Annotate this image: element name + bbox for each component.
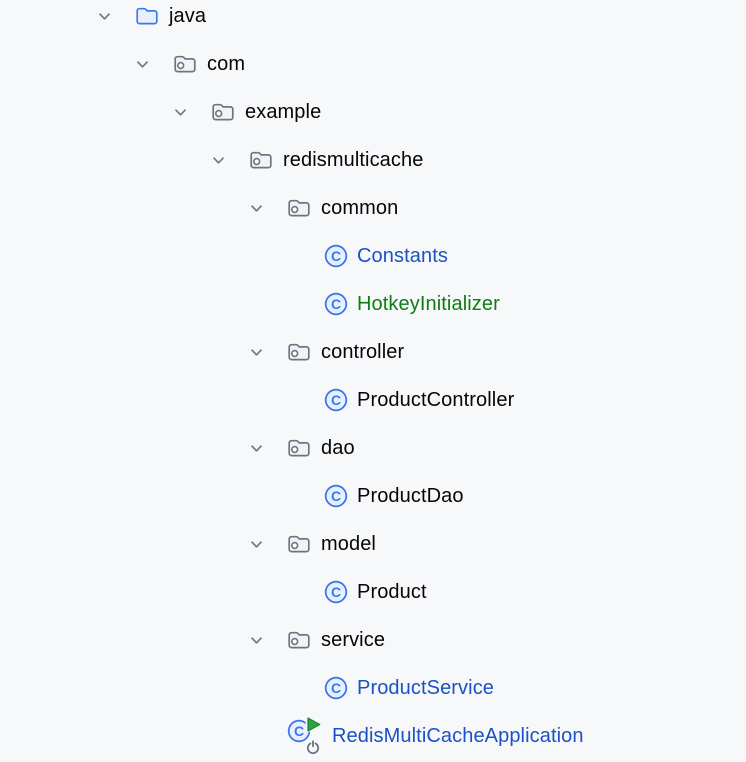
class-icon: C	[324, 388, 348, 412]
tree-item-label: ProductController	[357, 388, 515, 411]
tree-item-redismulticacheapplication[interactable]: C C RedisMultiCacheApplication	[0, 712, 746, 754]
tree-item-service[interactable]: C C service	[0, 616, 746, 664]
indent-spacer	[96, 400, 286, 401]
tree-item-productdao[interactable]: C C ProductDao	[0, 472, 746, 520]
tree-item-label: common	[321, 196, 399, 219]
tree-item-label: ProductService	[357, 676, 495, 699]
svg-text:C: C	[294, 723, 304, 739]
chevron-down-icon[interactable]	[210, 152, 248, 169]
svg-text:C: C	[331, 488, 341, 504]
tree-item-example[interactable]: C C example	[0, 88, 746, 136]
indent-spacer	[96, 352, 248, 353]
tree-item-label: redismulticache	[283, 148, 424, 171]
tree-item-label: HotkeyInitializer	[357, 292, 500, 315]
class-icon: C	[324, 292, 348, 316]
package-icon	[286, 436, 312, 460]
indent-spacer	[96, 736, 248, 737]
tree-item-label: Constants	[357, 244, 448, 267]
tree-item-com[interactable]: C C com	[0, 40, 746, 88]
tree-item-label: com	[207, 52, 246, 75]
class-icon: C	[324, 484, 348, 508]
package-icon	[286, 532, 312, 556]
tree-item-productcontroller[interactable]: C C ProductController	[0, 376, 746, 424]
chevron-down-icon[interactable]	[248, 200, 286, 217]
chevron-down-icon[interactable]	[248, 632, 286, 649]
tree-item-label: RedisMultiCacheApplication	[332, 724, 584, 747]
chevron-down-icon[interactable]	[172, 104, 210, 121]
tree-item-label: service	[321, 628, 386, 651]
source-folder-icon	[134, 4, 160, 28]
tree-item-model[interactable]: C C model	[0, 520, 746, 568]
tree-item-label: model	[321, 532, 376, 555]
svg-text:C: C	[331, 584, 341, 600]
indent-spacer	[96, 592, 286, 593]
indent-spacer	[96, 304, 286, 305]
runnable-class-icon: C	[286, 715, 323, 754]
indent-spacer	[96, 208, 248, 209]
indent-spacer	[96, 640, 248, 641]
package-icon	[210, 100, 236, 124]
package-icon	[286, 628, 312, 652]
tree-item-product[interactable]: C C Product	[0, 568, 746, 616]
class-icon: C	[324, 580, 348, 604]
tree-item-controller[interactable]: C C controller	[0, 328, 746, 376]
package-icon	[248, 148, 274, 172]
chevron-down-icon[interactable]	[96, 8, 134, 25]
svg-text:C: C	[331, 392, 341, 408]
tree-item-productservice[interactable]: C C ProductService	[0, 664, 746, 712]
chevron-down-icon[interactable]	[134, 56, 172, 73]
indent-spacer	[96, 544, 248, 545]
tree-item-label: dao	[321, 436, 355, 459]
class-icon: C	[324, 244, 348, 268]
tree-item-redismulticache[interactable]: C C redismulticache	[0, 136, 746, 184]
package-icon	[286, 196, 312, 220]
chevron-down-icon[interactable]	[248, 536, 286, 553]
svg-text:C: C	[331, 248, 341, 264]
indent-spacer	[96, 256, 286, 257]
tree-item-label: Product	[357, 580, 427, 603]
tree-item-common[interactable]: C C common	[0, 184, 746, 232]
package-icon	[172, 52, 198, 76]
tree-item-label: ProductDao	[357, 484, 464, 507]
chevron-down-icon[interactable]	[248, 344, 286, 361]
indent-spacer	[96, 448, 248, 449]
chevron-down-icon[interactable]	[248, 440, 286, 457]
indent-spacer	[96, 160, 210, 161]
indent-spacer	[96, 112, 172, 113]
tree-item-java[interactable]: C C java	[0, 0, 746, 40]
indent-spacer	[96, 496, 286, 497]
tree-item-label: java	[169, 4, 207, 27]
tree-item-label: example	[245, 100, 322, 123]
tree-item-hotkeyinitializer[interactable]: C C HotkeyInitializer	[0, 280, 746, 328]
tree-item-label: controller	[321, 340, 405, 363]
indent-spacer	[96, 64, 134, 65]
svg-text:C: C	[331, 680, 341, 696]
class-icon: C	[324, 676, 348, 700]
indent-spacer	[96, 688, 286, 689]
package-icon	[286, 340, 312, 364]
tree-item-dao[interactable]: C C dao	[0, 424, 746, 472]
svg-text:C: C	[331, 296, 341, 312]
tree-item-constants[interactable]: C C Constants	[0, 232, 746, 280]
